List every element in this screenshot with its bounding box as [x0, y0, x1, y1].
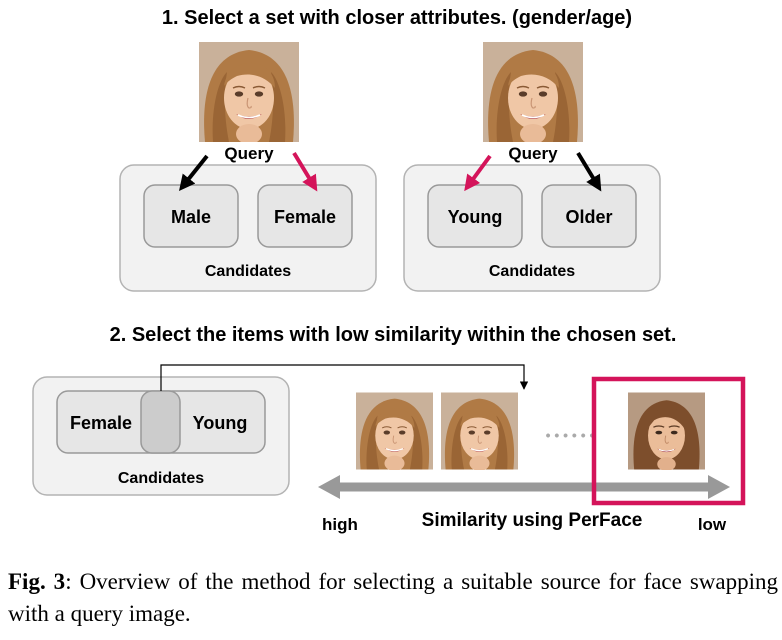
caption-text: : Overview of the method for selecting a… [8, 569, 778, 626]
option-label-older: Older [565, 207, 612, 227]
section2-heading: 2. Select the items with low similarity … [110, 324, 677, 346]
candidates-label: Candidates [489, 263, 575, 280]
query-face-image [199, 42, 299, 142]
ranked-face-image [356, 392, 433, 470]
age-panel: Query Young Older Candidates [403, 42, 661, 292]
query-face-image [483, 42, 583, 142]
option-label-female: Female [274, 207, 336, 227]
ranked-face-image [441, 392, 518, 470]
similarity-arrow [318, 475, 730, 499]
candidates-label: Candidates [118, 470, 204, 487]
axis-label-low: low [698, 515, 727, 534]
section1-heading: 1. Select a set with closer attributes. … [162, 7, 632, 29]
candidates-label: Candidates [205, 263, 291, 280]
arrow-to-male [179, 154, 209, 191]
selected-face-image [628, 392, 705, 470]
query-label: Query [224, 144, 274, 163]
selection-highlight [591, 376, 746, 506]
arrow-to-young [464, 154, 492, 192]
set-label-young: Young [193, 413, 248, 433]
axis-label-high: high [322, 515, 358, 534]
axis-title: Similarity using PerFace [422, 510, 643, 531]
gender-panel: Query Male Female Candidates [119, 42, 377, 292]
option-label-male: Male [171, 207, 211, 227]
caption-label: Fig. 3 [8, 569, 66, 594]
connector-arrow [160, 364, 529, 391]
set-intersection [140, 390, 181, 454]
arrow-to-older [576, 151, 602, 192]
ellipsis: • • • • • • [546, 427, 595, 443]
query-label: Query [508, 144, 558, 163]
figure-caption: Fig. 3: Overview of the method for selec… [8, 566, 778, 630]
method-diagram: 1. Select a set with closer attributes. … [32, 7, 746, 534]
chosen-set-panel: Female Young Candidates [32, 376, 290, 496]
set-label-female: Female [70, 413, 132, 433]
arrow-to-female [292, 151, 318, 192]
option-label-young: Young [448, 207, 503, 227]
